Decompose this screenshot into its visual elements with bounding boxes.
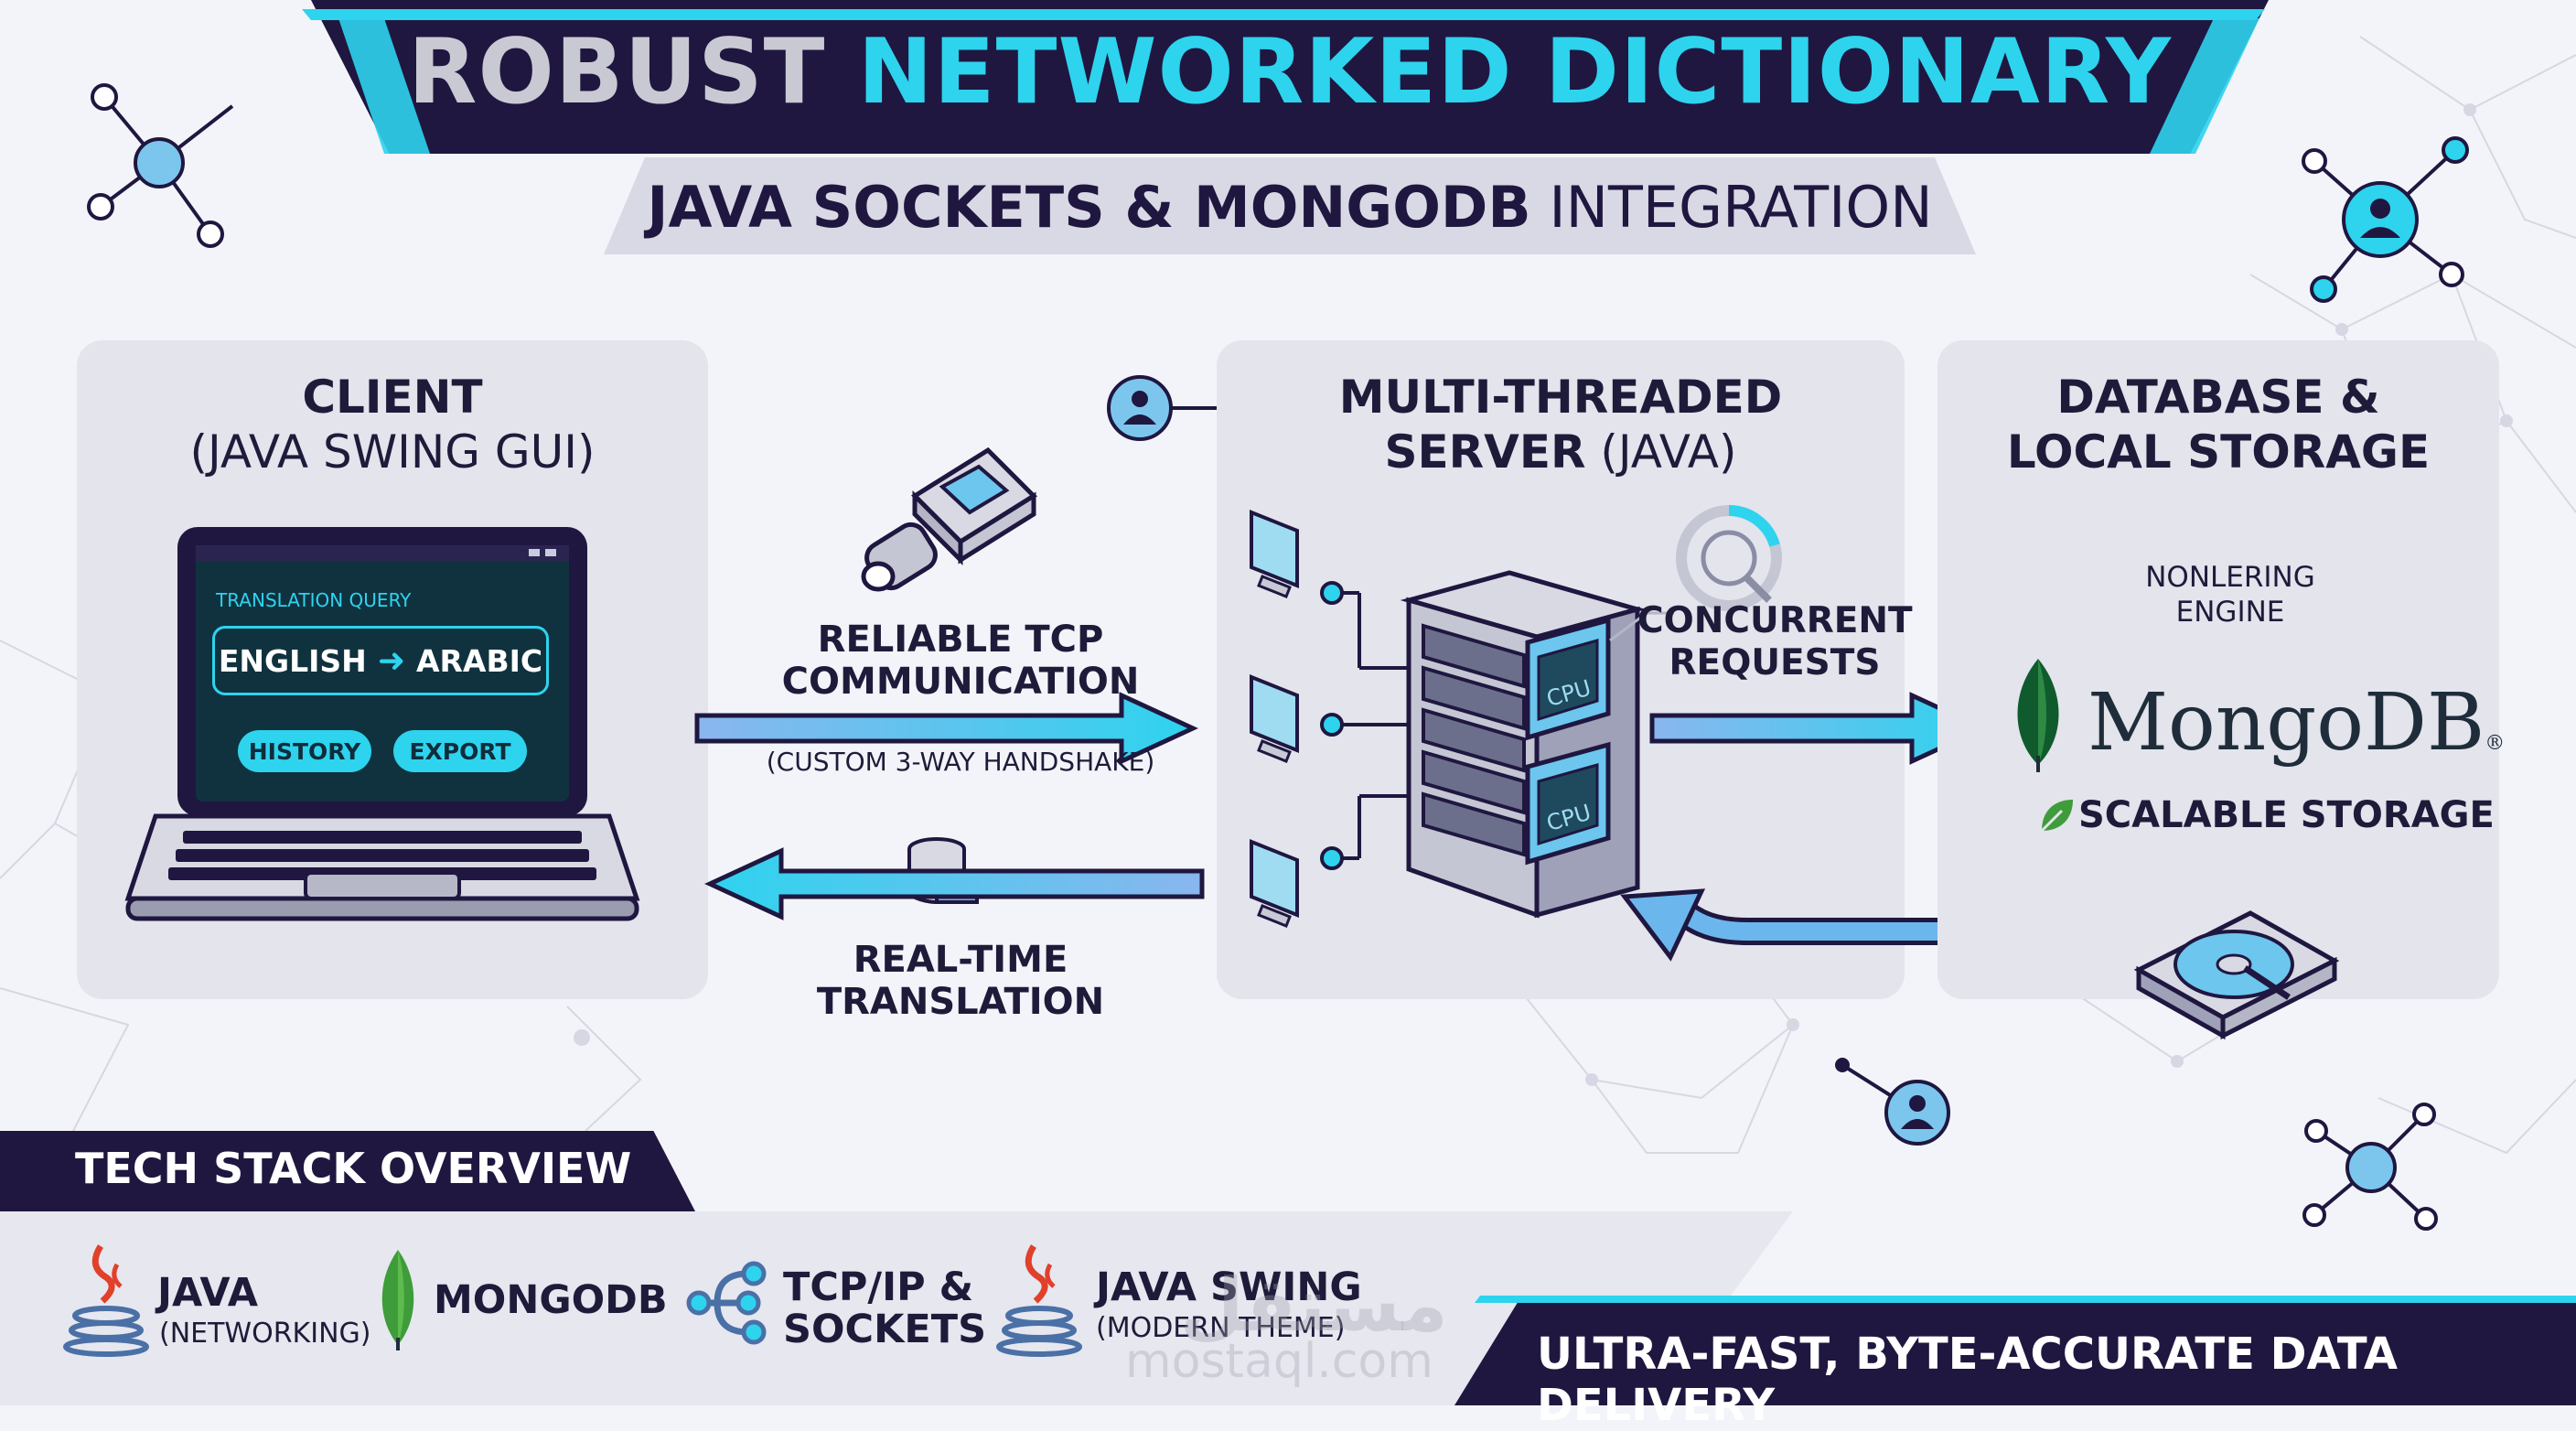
tech-swing-sub: (MODERN THEME) (1096, 1312, 1346, 1344)
network-nodes-icon (686, 1261, 767, 1345)
watermark-latin: mostaql.com (1125, 1334, 1433, 1389)
page-title: ROBUST NETWORKED DICTIONARY (408, 20, 2172, 124)
java-swing-cup-icon (996, 1244, 1082, 1357)
from-language: ENGLISH (218, 642, 367, 679)
network-hub-icon (87, 83, 234, 248)
server-panel-title: MULTI-THREADED SERVER (JAVA) (1338, 371, 1783, 479)
footer-accent (1475, 1296, 2576, 1303)
watermark-arabic: مستقل (1180, 1263, 1448, 1348)
mongodb-leaf-icon-small (381, 1250, 414, 1350)
arrow-right-icon: ➜ (377, 641, 405, 680)
db-to-server-arrow (1620, 888, 1994, 962)
tech-stack-header: TECH STACK OVERVIEW (75, 1144, 632, 1193)
tech-java-sub: (NETWORKING) (159, 1318, 371, 1350)
ethernet-connector-icon (861, 447, 1037, 592)
engine-label: NONLERING ENGINE (2145, 561, 2315, 629)
tech-tcpip-name: TCP/IP & SOCKETS (783, 1264, 987, 1352)
forward-arrow (694, 692, 1198, 765)
user-network-icon (2302, 136, 2469, 303)
screen-caption: TRANSLATION QUERY (216, 589, 412, 611)
subtitle-bar (604, 157, 1976, 254)
concurrent-label: CONCURRENT REQUESTS (1637, 600, 1913, 683)
footer-band (1454, 1296, 2576, 1405)
history-button[interactable]: HISTORY (238, 730, 371, 772)
client-panel-title: CLIENT (JAVA SWING GUI) (189, 371, 596, 479)
tech-swing-name: JAVA SWING (1096, 1264, 1362, 1310)
handshake-note: (CUSTOM 3-WAY HANDSHAKE) (766, 747, 1155, 777)
tech-mongodb-name: MONGODB (434, 1277, 668, 1323)
tcp-label: RELIABLE TCP COMMUNICATION (781, 619, 1140, 703)
realtime-label: REAL-TIME TRANSLATION (816, 939, 1105, 1023)
java-cup-icon (63, 1244, 149, 1357)
tech-stack-header-bar (0, 1131, 695, 1211)
mongodb-logo-text: MongoDB® (2088, 677, 2506, 769)
scalable-storage-label: SCALABLE STORAGE (2078, 794, 2495, 836)
export-button[interactable]: EXPORT (393, 730, 527, 772)
title-banner-accent (302, 9, 2265, 154)
language-selector[interactable]: ENGLISH ➜ ARABIC (212, 626, 549, 695)
server-illustration: CPU CPU (1250, 505, 1782, 928)
tech-java-name: JAVA (157, 1270, 258, 1316)
footer-tagline: ULTRA-FAST, BYTE-ACCURATE DATA DELIVERY (1537, 1329, 2399, 1431)
laptop-illustration (124, 527, 640, 921)
network-hub-icon-2 (2302, 1103, 2438, 1231)
page-subtitle: JAVA SOCKETS & MONGODB INTEGRATION (647, 174, 1933, 241)
title-banner (311, 0, 2269, 154)
leaf-icon (2040, 800, 2073, 833)
database-panel-title: DATABASE & LOCAL STORAGE (2006, 371, 2431, 479)
user-node-icon-2 (1835, 1058, 1950, 1146)
mongodb-leaf-icon (2017, 659, 2059, 772)
to-language: ARABIC (415, 642, 543, 679)
return-arrow (704, 847, 1205, 920)
hard-drive-icon (2133, 910, 2340, 1040)
